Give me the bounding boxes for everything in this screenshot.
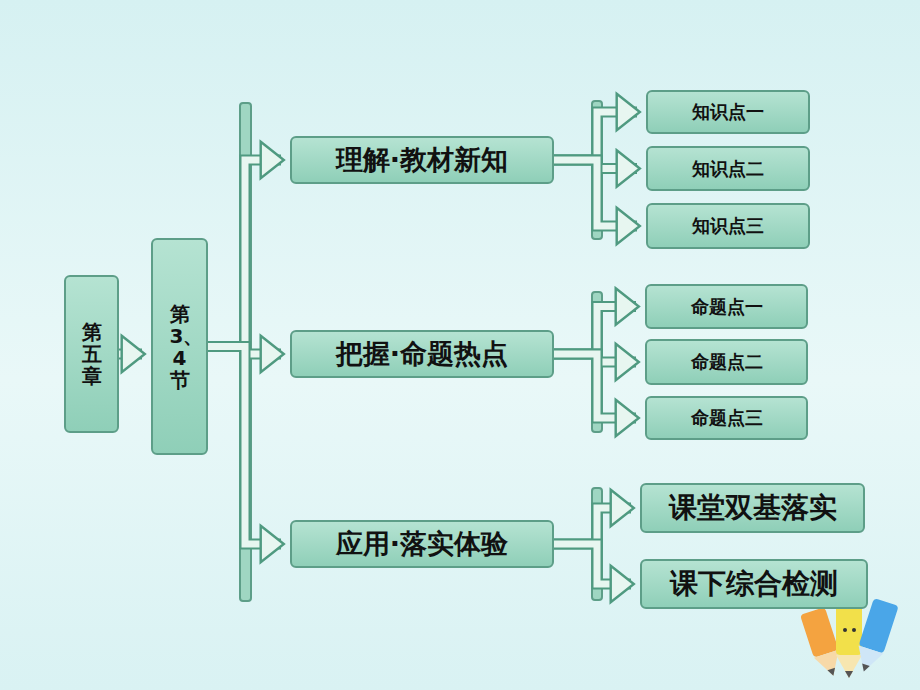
node-label: 知识点二 <box>692 157 764 181</box>
topic-box: 课堂双基落实 <box>640 483 865 533</box>
topic-box: 把握·命题热点 <box>290 330 554 378</box>
topic-box: 命题点一 <box>645 284 808 329</box>
node-label: 课堂双基落实 <box>669 489 837 527</box>
pencils-icon <box>800 598 899 680</box>
topic-box: 课下综合检测 <box>640 559 868 609</box>
hollow-arrow <box>119 354 142 355</box>
topic-box: 命题点二 <box>645 339 808 385</box>
hollow-arrow <box>554 354 636 418</box>
chapter-box: 第五章 <box>64 275 119 433</box>
node-label: 命题点三 <box>691 406 763 430</box>
node-label: 命题点二 <box>691 350 763 374</box>
hollow-arrow <box>208 160 281 347</box>
chapter-box: 第3、4节 <box>151 238 208 455</box>
node-label: 知识点一 <box>692 100 764 124</box>
node-label: 第五章 <box>82 321 102 387</box>
hollow-arrow <box>208 347 281 545</box>
topic-box: 应用·落实体验 <box>290 520 554 568</box>
topic-box: 知识点三 <box>646 203 810 249</box>
node-label: 应用·落实体验 <box>336 526 508 562</box>
topic-box: 知识点二 <box>646 146 810 191</box>
hollow-arrow <box>554 307 636 355</box>
node-label: 课下综合检测 <box>670 565 838 603</box>
topic-box: 理解·教材新知 <box>290 136 554 184</box>
node-label: 命题点一 <box>691 295 763 319</box>
node-label: 第3、4节 <box>170 303 190 391</box>
hollow-arrow <box>554 112 637 160</box>
topic-box: 命题点三 <box>645 396 808 440</box>
hollow-arrow <box>554 160 637 226</box>
node-label: 理解·教材新知 <box>336 142 508 178</box>
node-label: 知识点三 <box>692 214 764 238</box>
hollow-arrow <box>554 544 631 584</box>
topic-box: 知识点一 <box>646 90 810 134</box>
node-label: 把握·命题热点 <box>336 336 508 372</box>
